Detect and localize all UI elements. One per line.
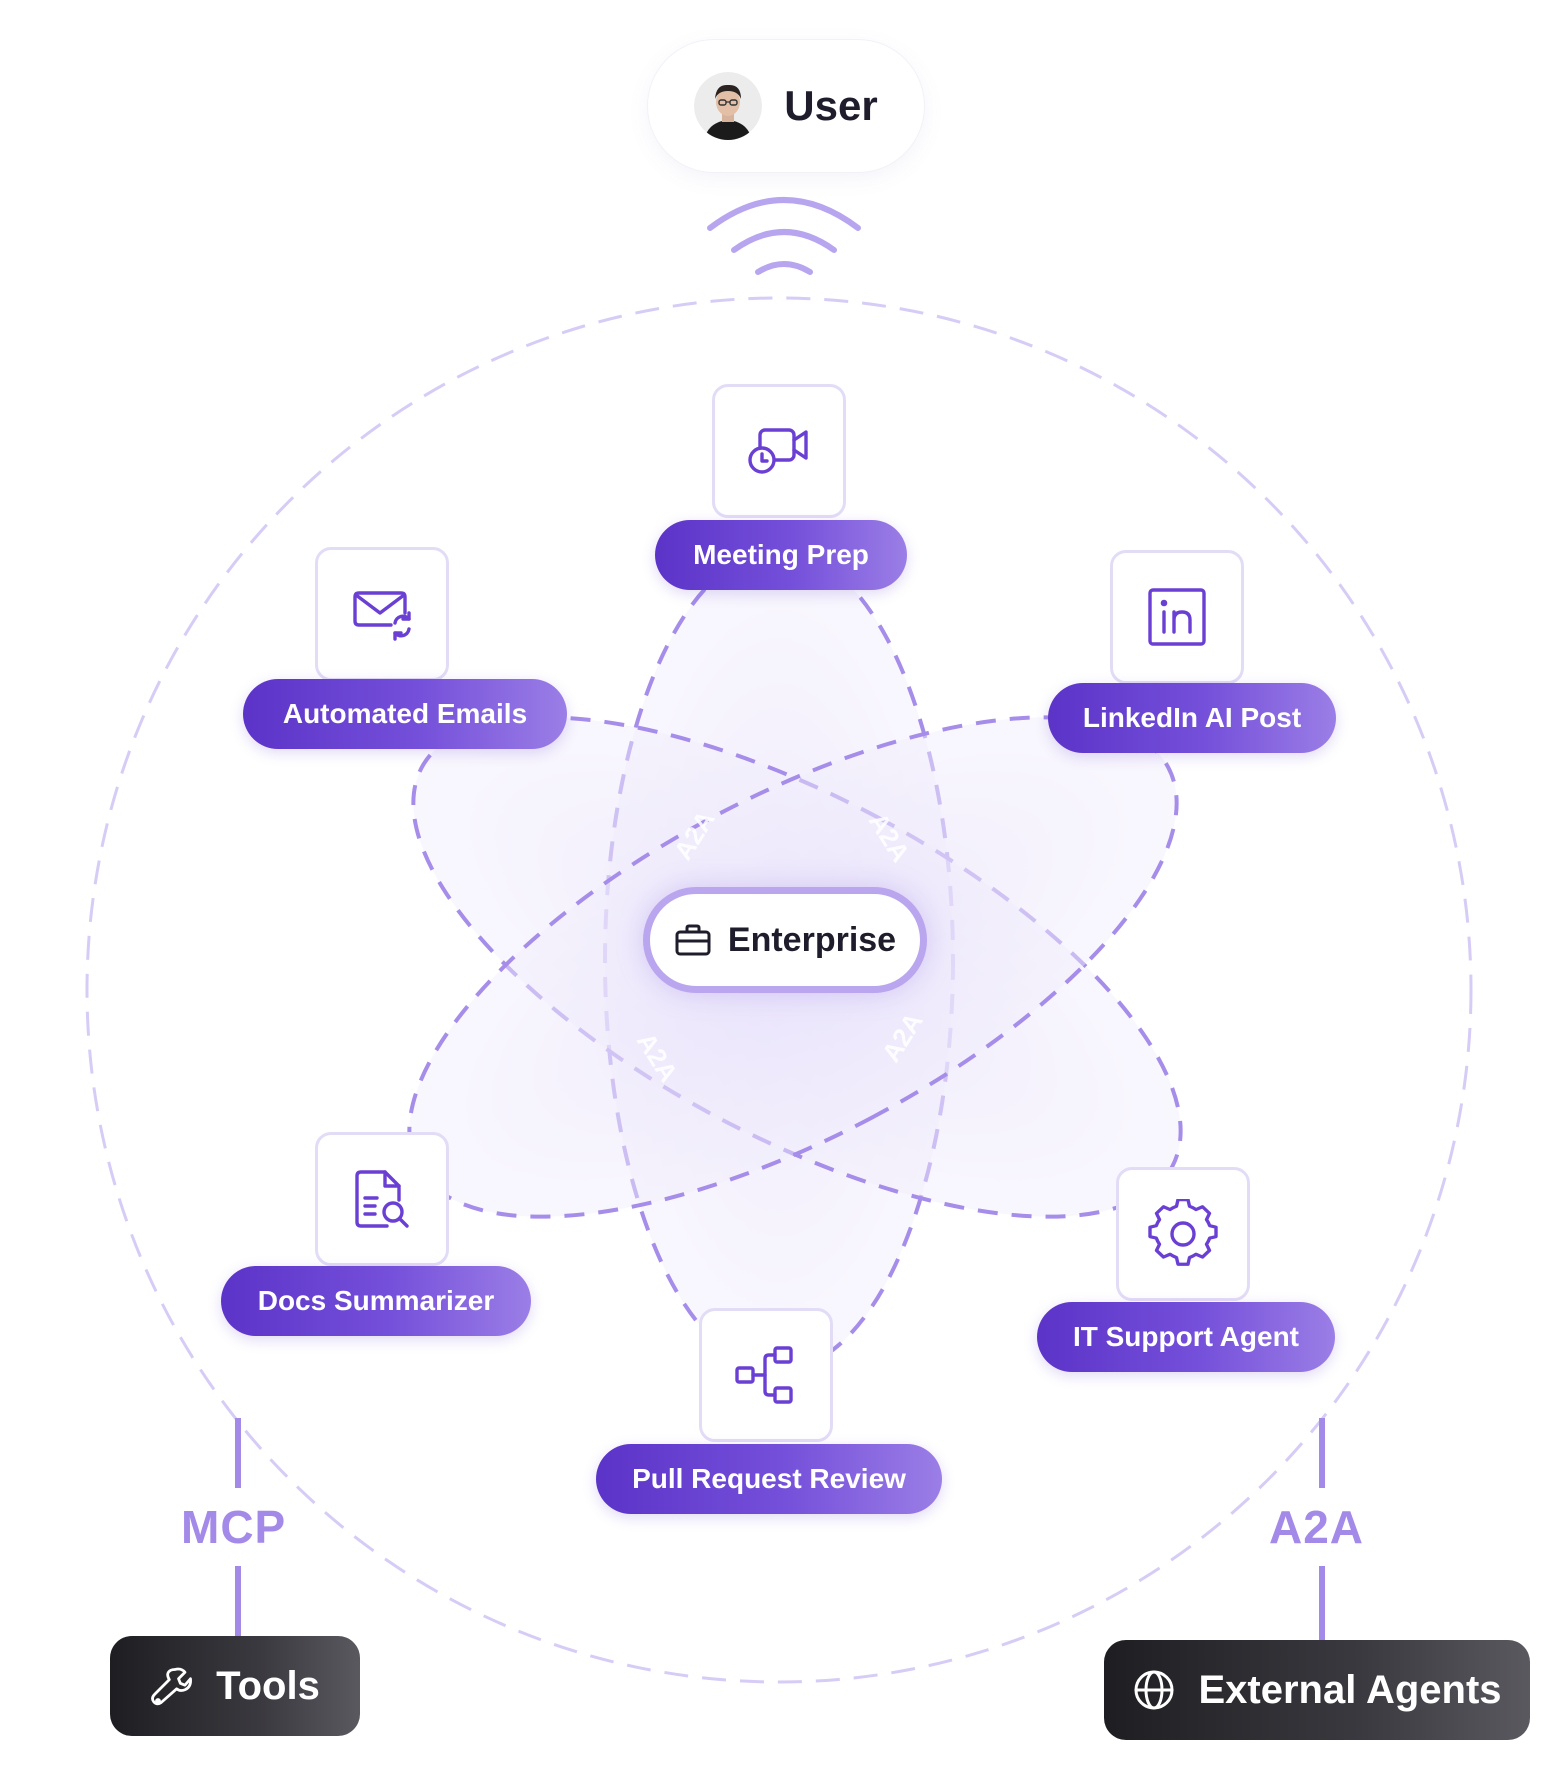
agent-docs-summarizer[interactable]: Docs Summarizer <box>221 1266 531 1336</box>
agent-label: IT Support Agent <box>1072 1321 1300 1352</box>
globe-icon <box>1134 1670 1174 1710</box>
pull-request-review-icon-box[interactable] <box>699 1308 833 1442</box>
doc-search-icon <box>355 1170 409 1228</box>
agent-linkedin-ai-post[interactable]: LinkedIn AI Post <box>1048 683 1336 753</box>
agent-label: Docs Summarizer <box>257 1285 495 1316</box>
agent-it-support[interactable]: IT Support Agent <box>1037 1302 1335 1372</box>
agent-pull-request-review[interactable]: Pull Request Review <box>596 1444 942 1514</box>
briefcase-icon <box>675 924 711 956</box>
user-label: User <box>784 82 878 129</box>
meeting-prep-icon-box[interactable] <box>712 384 846 518</box>
linkedin-ai-post-icon-box[interactable] <box>1110 550 1244 684</box>
gear-icon <box>1148 1199 1218 1266</box>
agent-label: LinkedIn AI Post <box>1082 702 1302 733</box>
tools-node[interactable]: Tools <box>110 1636 360 1736</box>
enterprise-hub[interactable]: Enterprise <box>643 887 927 993</box>
flow-branch-icon <box>735 1346 793 1404</box>
tools-label: Tools <box>216 1663 320 1708</box>
enterprise-label: Enterprise <box>727 920 897 959</box>
wrench-icon <box>151 1667 193 1706</box>
user-node[interactable]: User <box>648 40 924 172</box>
agent-automated-emails[interactable]: Automated Emails <box>243 679 567 749</box>
user-avatar <box>694 72 763 140</box>
docs-summarizer-icon-box[interactable] <box>315 1132 449 1266</box>
automated-emails-icon-box[interactable] <box>315 547 449 681</box>
a2a-protocol-label: A2A <box>1269 1501 1365 1553</box>
agent-label: Pull Request Review <box>632 1463 906 1494</box>
mail-sync-icon <box>353 591 411 641</box>
linkedin-icon <box>1148 588 1206 646</box>
agent-label: Automated Emails <box>282 698 528 729</box>
signal-icon <box>707 197 861 275</box>
external-agents-node[interactable]: External Agents <box>1104 1640 1530 1740</box>
agent-meeting-prep[interactable]: Meeting Prep <box>655 520 907 590</box>
external-agents-label: External Agents <box>1198 1667 1502 1712</box>
agent-label: Meeting Prep <box>693 539 869 570</box>
mcp-protocol-label: MCP <box>181 1501 287 1553</box>
video-clock-icon <box>748 428 808 474</box>
it-support-agent-icon-box[interactable] <box>1116 1167 1250 1301</box>
outer-network-circle <box>85 296 1473 1684</box>
